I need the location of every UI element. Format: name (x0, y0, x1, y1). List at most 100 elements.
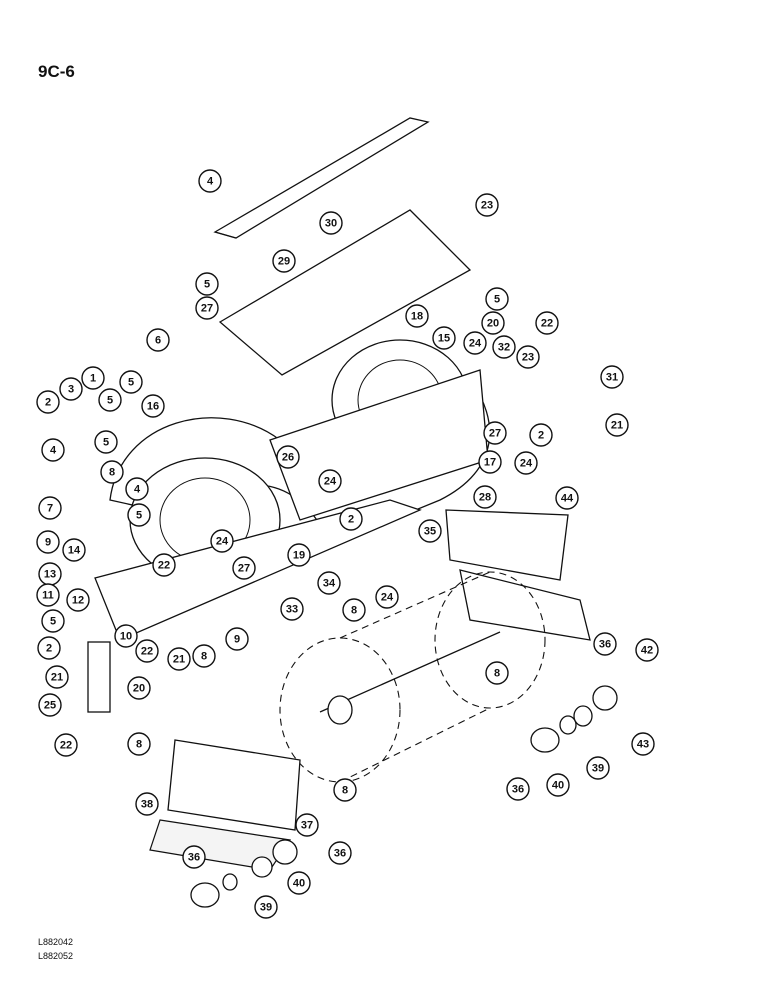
callout-circle (36, 390, 60, 414)
callout-circle (141, 394, 165, 418)
callout-31: 31 (600, 365, 624, 389)
callout-label: 32 (498, 342, 510, 354)
callout-circle (529, 423, 553, 447)
callout-circle (195, 296, 219, 320)
callout-8: 8 (485, 661, 509, 685)
right-shelf (445, 509, 569, 581)
callout-23: 23 (516, 345, 540, 369)
callout-circle (514, 451, 538, 475)
callout-label: 23 (481, 200, 493, 212)
callout-circle (36, 583, 60, 607)
callout-32: 32 (492, 335, 516, 359)
callout-15: 15 (432, 326, 456, 350)
bearing-assembly-bottom (190, 839, 298, 908)
top-cover (213, 117, 430, 239)
callout-circle (333, 778, 357, 802)
callout-label: 21 (611, 420, 623, 432)
callout-3: 3 (59, 377, 83, 401)
callout-label: 7 (47, 503, 53, 515)
callout-4: 4 (198, 169, 222, 193)
callout-18: 18 (405, 304, 429, 328)
rotor-shaft (319, 631, 501, 725)
callout-circle (635, 638, 659, 662)
callout-circle (600, 365, 624, 389)
callout-circle (492, 335, 516, 359)
callout-25: 25 (38, 693, 62, 717)
callout-5: 5 (98, 388, 122, 412)
callout-5: 5 (195, 272, 219, 296)
callout-circle (62, 538, 86, 562)
callout-circle (198, 169, 222, 193)
callout-circle (254, 895, 278, 919)
callout-37: 37 (295, 813, 319, 837)
callout-label: 33 (286, 604, 298, 616)
callout-circle (485, 661, 509, 685)
callout-36: 36 (593, 632, 617, 656)
callout-22: 22 (152, 553, 176, 577)
callout-circle (593, 632, 617, 656)
callout-circle (119, 370, 143, 394)
callout-21: 21 (45, 665, 69, 689)
callout-27: 27 (195, 296, 219, 320)
callout-circle (127, 676, 151, 700)
callout-circle (135, 639, 159, 663)
callout-5: 5 (127, 503, 151, 527)
callout-label: 8 (351, 605, 357, 617)
callout-label: 10 (120, 631, 132, 643)
callout-14: 14 (62, 538, 86, 562)
callout-8: 8 (192, 644, 216, 668)
callout-circle (631, 732, 655, 756)
callout-label: 12 (72, 595, 84, 607)
callout-12: 12 (66, 588, 90, 612)
callout-circle (483, 421, 507, 445)
callout-circle (192, 644, 216, 668)
callout-label: 35 (424, 526, 436, 538)
callout-circle (127, 503, 151, 527)
callout-label: 21 (51, 672, 63, 684)
callout-circle (280, 597, 304, 621)
callout-label: 19 (293, 550, 305, 562)
callout-label: 37 (301, 820, 313, 832)
callout-circle (475, 193, 499, 217)
callout-circle (546, 773, 570, 797)
callout-label: 18 (411, 311, 423, 323)
callout-label: 23 (522, 352, 534, 364)
callout-circle (195, 272, 219, 296)
callout-circle (276, 445, 300, 469)
callout-44: 44 (555, 486, 579, 510)
callout-36: 36 (328, 841, 352, 865)
upper-cover-plate (218, 209, 472, 376)
callout-39: 39 (586, 756, 610, 780)
callout-label: 22 (141, 646, 153, 658)
callout-label: 42 (641, 645, 653, 657)
callout-label: 44 (561, 493, 574, 505)
callout-label: 24 (520, 458, 533, 470)
callout-20: 20 (127, 676, 151, 700)
callout-8: 8 (333, 778, 357, 802)
callout-circle (586, 756, 610, 780)
callout-circle (114, 624, 138, 648)
callout-6: 6 (146, 328, 170, 352)
callout-label: 28 (479, 492, 491, 504)
callout-label: 38 (141, 799, 153, 811)
callout-11: 11 (36, 583, 60, 607)
right-panel (459, 569, 591, 641)
callout-7: 7 (38, 496, 62, 520)
callout-label: 22 (60, 740, 72, 752)
callout-circle (152, 553, 176, 577)
callout-4: 4 (125, 477, 149, 501)
callout-circle (295, 813, 319, 837)
callout-label: 8 (136, 739, 142, 751)
callout-label: 26 (282, 452, 294, 464)
callout-label: 14 (68, 545, 81, 557)
callout-24: 24 (210, 529, 234, 553)
callout-label: 4 (50, 445, 57, 457)
callout-circle (405, 304, 429, 328)
callout-circle (342, 598, 366, 622)
callout-circle (38, 693, 62, 717)
callout-19: 19 (287, 543, 311, 567)
callout-label: 13 (44, 569, 56, 581)
callout-38: 38 (135, 792, 159, 816)
callout-circle (167, 647, 191, 671)
